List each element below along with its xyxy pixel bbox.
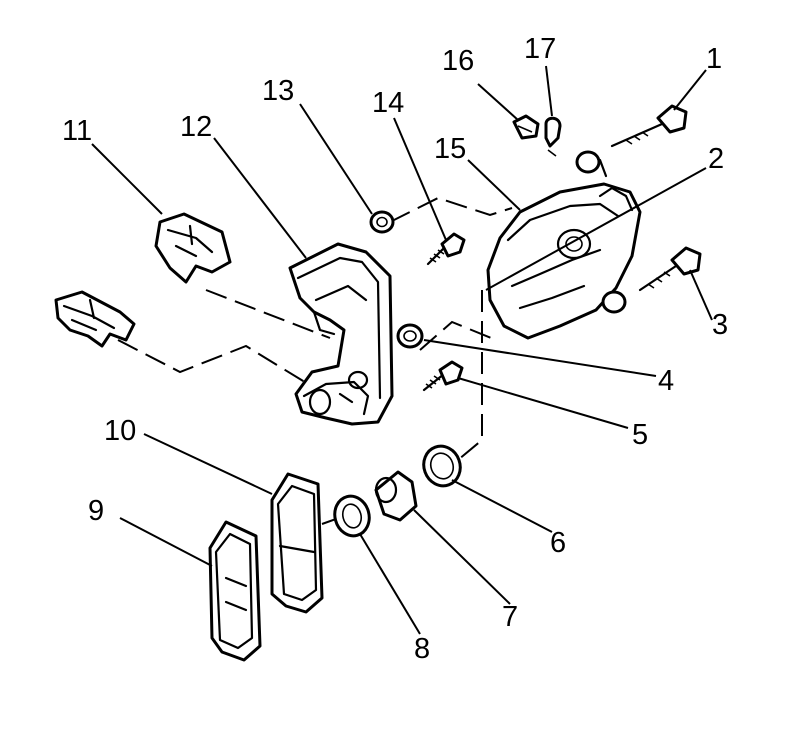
part-6-seal <box>422 444 462 488</box>
callout-10: 10 <box>104 415 136 447</box>
callout-4: 4 <box>658 365 674 397</box>
callout-15: 15 <box>434 133 466 165</box>
part-clip-lower <box>54 290 136 348</box>
callout-3: 3 <box>712 309 728 341</box>
callout-13: 13 <box>262 75 294 107</box>
callout-5: 5 <box>632 419 648 451</box>
callout-9: 9 <box>88 495 104 527</box>
part-10-inner-pad <box>270 472 324 614</box>
callout-8: 8 <box>414 633 430 665</box>
callout-14: 14 <box>372 87 404 119</box>
part-9-outer-pad <box>208 520 262 662</box>
part-12-bracket <box>288 242 394 426</box>
part-13-bushing <box>369 210 395 234</box>
callout-16: 16 <box>442 45 474 77</box>
part-4-bushing <box>396 323 424 349</box>
part-3-bolt <box>638 246 702 292</box>
callout-labels: 1 2 3 4 5 6 7 8 9 10 11 12 13 14 15 16 1… <box>62 33 728 665</box>
part-5-bolt <box>422 360 464 392</box>
part-7-piston <box>374 470 418 522</box>
part-17-cap <box>544 116 562 157</box>
part-11-clip <box>154 212 232 284</box>
part-16-bleeder <box>512 114 540 140</box>
callout-1: 1 <box>706 43 722 75</box>
callout-17: 17 <box>524 33 556 65</box>
callout-2: 2 <box>708 143 724 175</box>
leader-lines <box>91 65 713 635</box>
part-15-caliper-housing <box>486 150 642 340</box>
part-8-boot <box>333 494 371 538</box>
callout-6: 6 <box>550 527 566 559</box>
callout-7: 7 <box>502 601 518 633</box>
callout-11: 11 <box>62 115 92 147</box>
part-14-bolt <box>426 232 466 266</box>
callout-12: 12 <box>180 111 212 143</box>
part-1-bolt <box>610 104 688 148</box>
